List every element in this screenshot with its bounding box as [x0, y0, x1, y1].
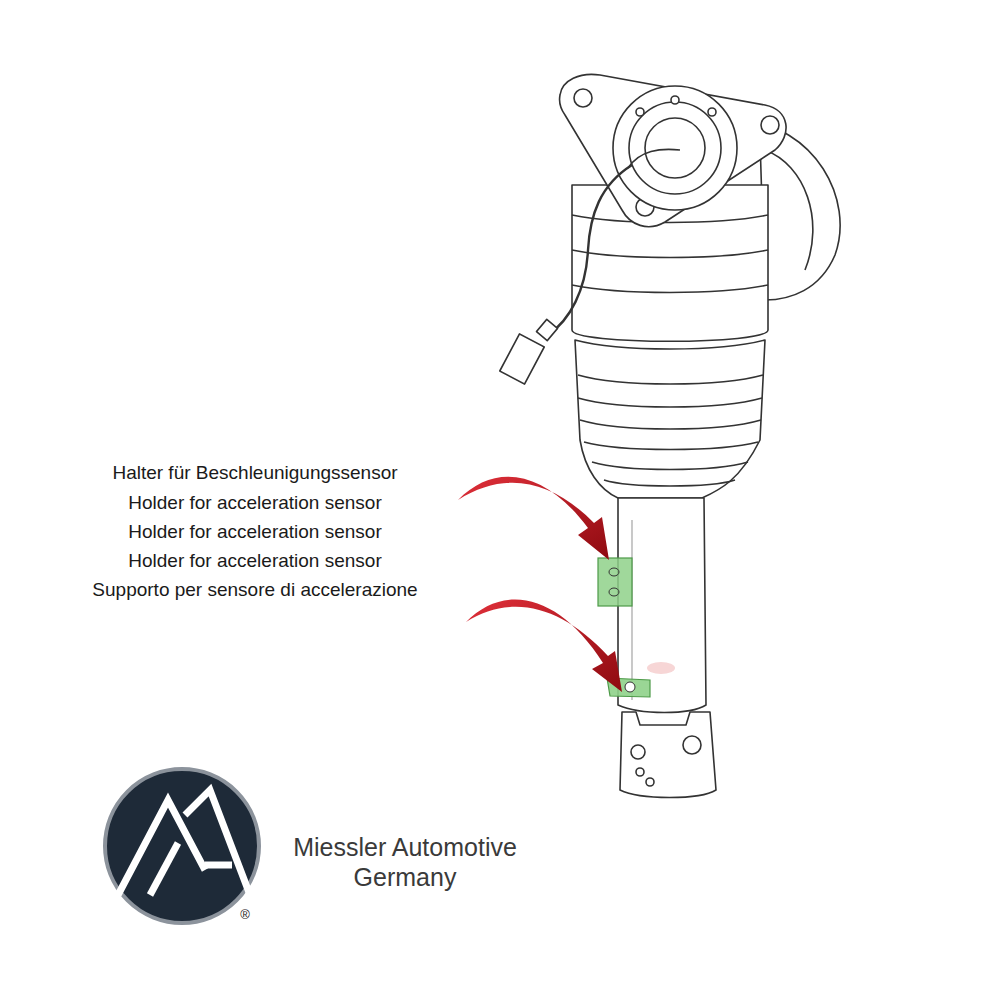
callout-text: Holder for acceleration sensor: [128, 550, 381, 573]
trademark-sign: ®: [240, 907, 250, 923]
company-logo: [105, 769, 259, 923]
company-name: Miessler Automotive Germany: [265, 832, 545, 892]
callout-text: Holder for acceleration sensor: [128, 521, 381, 544]
pointer-arrow: [458, 477, 609, 560]
callout-text: Halter für Beschleunigungssensor: [112, 462, 397, 485]
callout-text: Holder for acceleration sensor: [128, 492, 381, 515]
callout-text: Supporto per sensore di accelerazione: [92, 579, 417, 602]
pointer-arrow: [466, 599, 622, 692]
